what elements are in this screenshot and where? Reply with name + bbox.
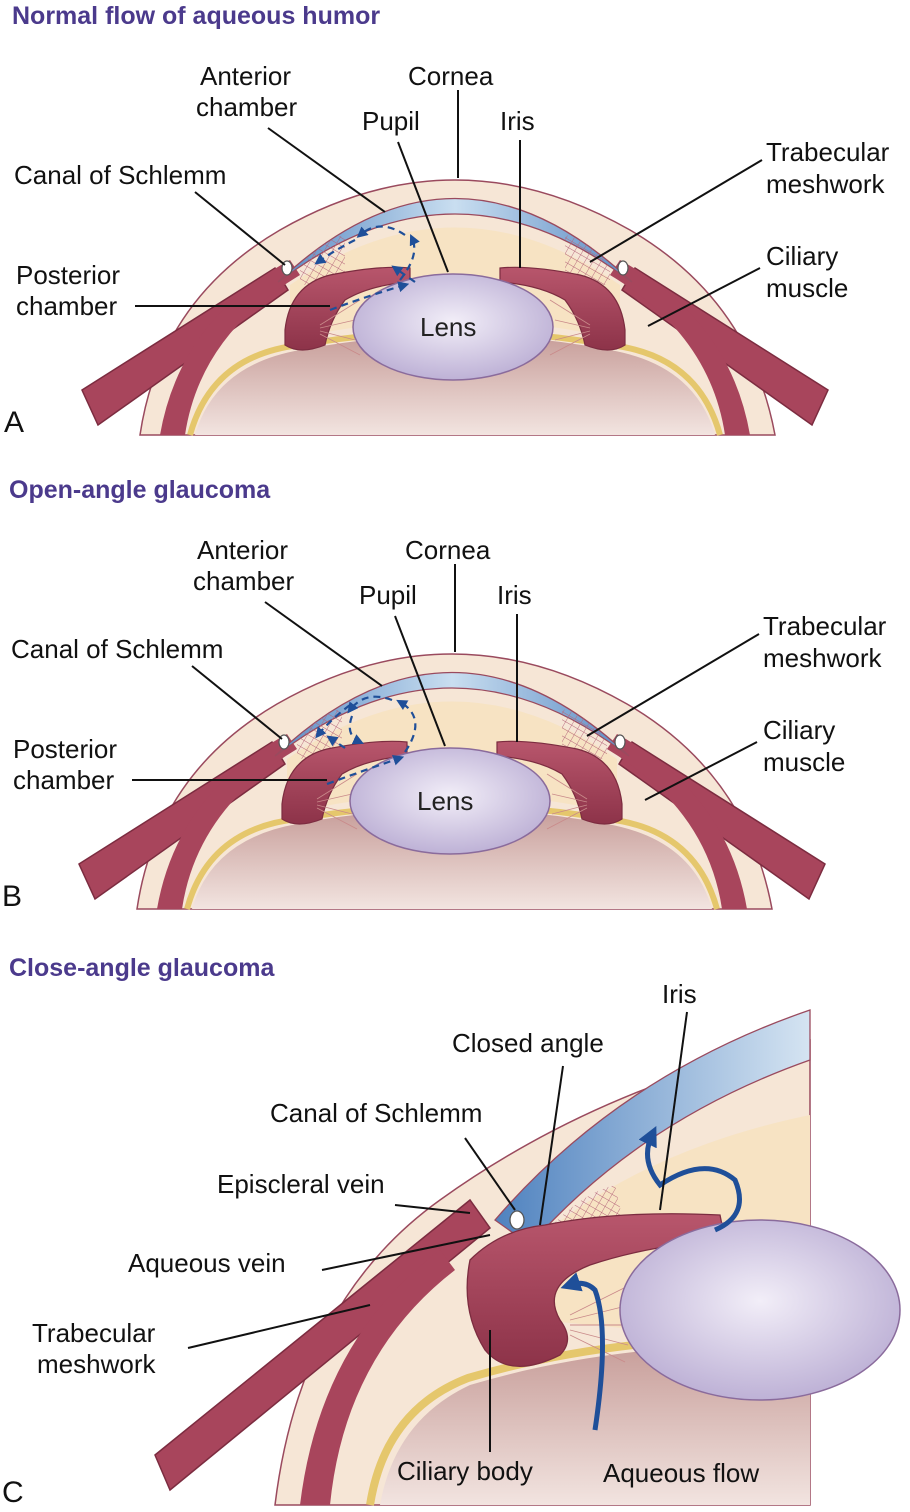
aqueous-flow-arrows-c	[560, 1125, 742, 1431]
label-iris-c: Iris	[662, 979, 697, 1009]
label-ciliary-b-2: muscle	[763, 747, 845, 777]
label-iris-b: Iris	[497, 580, 532, 610]
panel-b: Open-angle glaucoma Anterior chamber Cor…	[2, 476, 887, 913]
label-ciliary-b-1: Ciliary	[763, 715, 835, 745]
labels-b: Anterior chamber Cornea Pupil Iris Canal…	[2, 535, 887, 913]
label-ciliary-body-c: Ciliary body	[397, 1456, 533, 1486]
label-posterior-b-1: Posterior	[13, 734, 117, 764]
label-pupil-a: Pupil	[362, 106, 420, 136]
label-anterior-chamber-b-1: Anterior	[197, 535, 288, 565]
label-trabecular-b-2: meshwork	[763, 643, 882, 673]
aqueous-flow-arrows-a	[314, 225, 420, 312]
label-posterior-b-2: chamber	[13, 765, 114, 795]
labels-c: Iris Closed angle Canal of Schlemm Episc…	[2, 979, 759, 1509]
labels-a: Anterior chamber Cornea Pupil Iris Canal…	[4, 61, 890, 439]
label-cornea-a: Cornea	[408, 61, 494, 91]
label-cornea-b: Cornea	[405, 535, 491, 565]
panel-c-title: Close-angle glaucoma	[9, 954, 275, 982]
leader-lines-c	[187, 1011, 688, 1452]
label-anterior-chamber-a-1: Anterior	[200, 61, 291, 91]
label-ciliary-a-1: Ciliary	[766, 241, 838, 271]
label-lens-a: Lens	[420, 312, 476, 342]
eye-cross-section-a	[82, 180, 828, 435]
leader-lines-b	[132, 564, 760, 801]
label-canal-c: Canal of Schlemm	[270, 1098, 482, 1128]
label-posterior-a-1: Posterior	[16, 260, 120, 290]
aqueous-flow-arrows-b	[315, 695, 417, 786]
label-ciliary-a-2: muscle	[766, 273, 848, 303]
label-lens-b: Lens	[417, 786, 473, 816]
panel-c: Close-angle glaucoma	[2, 954, 901, 1509]
panel-a-title: Normal flow of aqueous humor	[12, 2, 380, 30]
panel-b-title: Open-angle glaucoma	[9, 476, 271, 504]
label-anterior-chamber-b-2: chamber	[193, 566, 294, 596]
label-trabecular-c-1: Trabecular	[32, 1318, 156, 1348]
label-trabecular-a-1: Trabecular	[766, 137, 890, 167]
label-iris-a: Iris	[500, 106, 535, 136]
label-pupil-b: Pupil	[359, 580, 417, 610]
panel-letter-a: A	[4, 406, 24, 439]
panel-letter-c: C	[2, 1476, 24, 1509]
eye-cross-section-b	[79, 654, 825, 909]
label-canal-b: Canal of Schlemm	[11, 634, 223, 664]
label-anterior-chamber-a-2: chamber	[196, 92, 297, 122]
leader-lines-a	[135, 90, 763, 327]
label-trabecular-a-2: meshwork	[766, 169, 885, 199]
label-aqueous-flow-c: Aqueous flow	[603, 1458, 759, 1488]
label-canal-a: Canal of Schlemm	[14, 160, 226, 190]
label-aqueous-vein-c: Aqueous vein	[128, 1248, 286, 1278]
label-posterior-a-2: chamber	[16, 291, 117, 321]
label-trabecular-b-1: Trabecular	[763, 611, 887, 641]
label-episcleral-c: Episcleral vein	[217, 1169, 385, 1199]
label-closed-angle-c: Closed angle	[452, 1028, 604, 1058]
panel-a: Normal flow of aqueous humor Anterior ch…	[4, 2, 890, 439]
eye-cross-section-c	[154, 1009, 901, 1506]
panel-letter-b: B	[2, 880, 22, 913]
label-trabecular-c-2: meshwork	[37, 1349, 156, 1379]
